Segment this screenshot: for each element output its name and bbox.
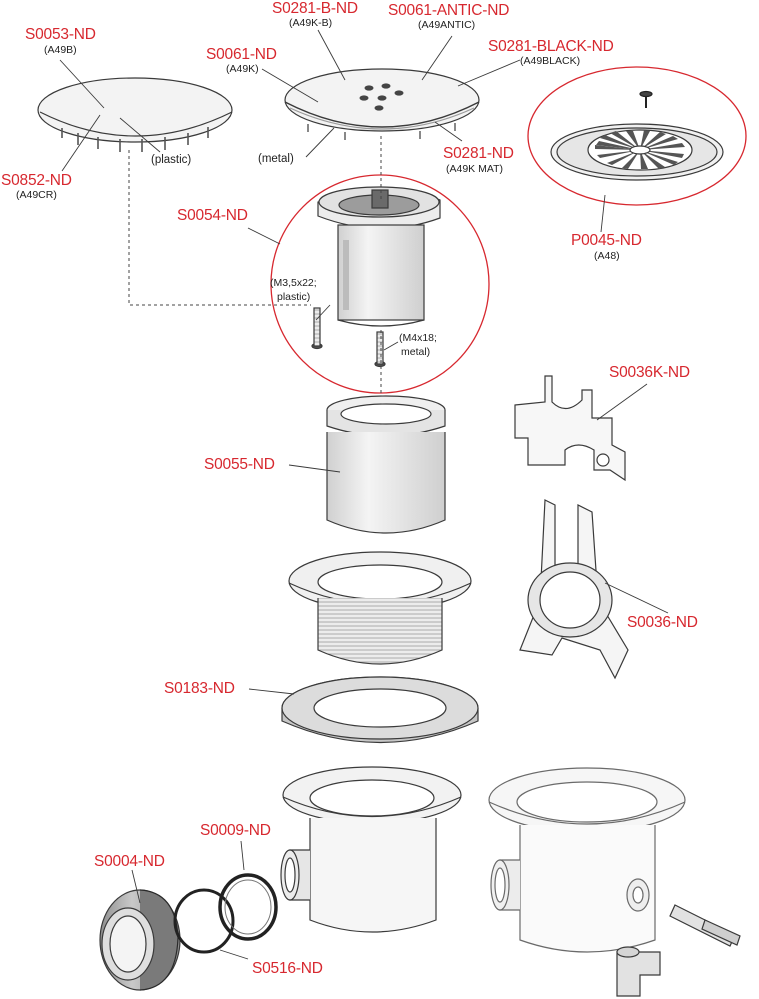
drain-body-right — [488, 767, 686, 953]
o-ring-s0516 — [173, 888, 235, 954]
cover-plate-plastic — [37, 77, 233, 152]
grate-screw — [639, 90, 653, 108]
label-S0054-ND: S0054-ND — [177, 207, 248, 224]
label-A49CR: (A49CR) — [16, 189, 57, 201]
label-S0852-ND: S0852-ND — [1, 172, 72, 189]
union-nut — [99, 889, 181, 991]
label-S0281-ND: S0281-ND — [443, 145, 514, 162]
label-S0183-ND: S0183-ND — [164, 680, 235, 697]
screw-metal — [374, 331, 386, 368]
label-A49BLACK: (A49BLACK) — [520, 55, 581, 67]
label-S0053-ND: S0053-ND — [25, 26, 96, 43]
key-tool-s0036k — [514, 375, 626, 482]
label-S0281-B-ND: S0281-B-ND — [272, 0, 358, 17]
label-S0004-ND: S0004-ND — [94, 853, 165, 870]
outlet-pipe-right — [490, 859, 520, 911]
cartridge — [326, 395, 446, 534]
o-ring-s0009 — [218, 873, 278, 941]
label-S0055-ND: S0055-ND — [204, 456, 275, 473]
drain-flange — [288, 551, 472, 665]
note-screw-plastic-material: plastic) — [277, 291, 311, 303]
label-A49B: (A49B) — [44, 44, 77, 56]
siphon-insert — [270, 174, 490, 394]
note-metal: (metal) — [258, 153, 294, 165]
note-screw-metal-material: metal) — [401, 346, 431, 358]
screw-plastic — [311, 307, 323, 350]
label-A49K: (A49K) — [226, 63, 259, 75]
decorative-grate — [527, 66, 747, 206]
label-S0516-ND: S0516-ND — [252, 960, 323, 977]
label-S0061-ND: S0061-ND — [206, 46, 277, 63]
label-A49K-MAT: (A49K MAT) — [446, 163, 503, 175]
label-S0061-ANTIC-ND: S0061-ANTIC-ND — [388, 2, 510, 19]
label-A48: (A48) — [594, 250, 620, 262]
label-A49K-B: (A49K-B) — [289, 17, 333, 29]
label-A49ANTIC: (A49ANTIC) — [418, 19, 476, 31]
drain-body-left — [280, 766, 462, 933]
note-plastic: (plastic) — [151, 154, 192, 166]
label-S0009-ND: S0009-ND — [200, 822, 271, 839]
hose-fitting-straight — [669, 904, 741, 947]
note-screw-metal-size: (M4x18; — [399, 332, 437, 344]
label-S0036-ND: S0036-ND — [627, 614, 698, 631]
note-screw-plastic-size: (M3,5x22; — [270, 277, 317, 289]
gasket-ring — [281, 676, 479, 744]
hose-fitting-elbow — [616, 946, 661, 997]
label-P0045-ND: P0045-ND — [571, 232, 642, 249]
outlet-pipe-left — [280, 849, 310, 901]
key-tool-s0036 — [519, 499, 629, 680]
cover-plate-metal — [284, 68, 480, 140]
label-S0036K-ND: S0036K-ND — [609, 364, 690, 381]
label-S0281-BLACK-ND: S0281-BLACK-ND — [488, 38, 614, 55]
